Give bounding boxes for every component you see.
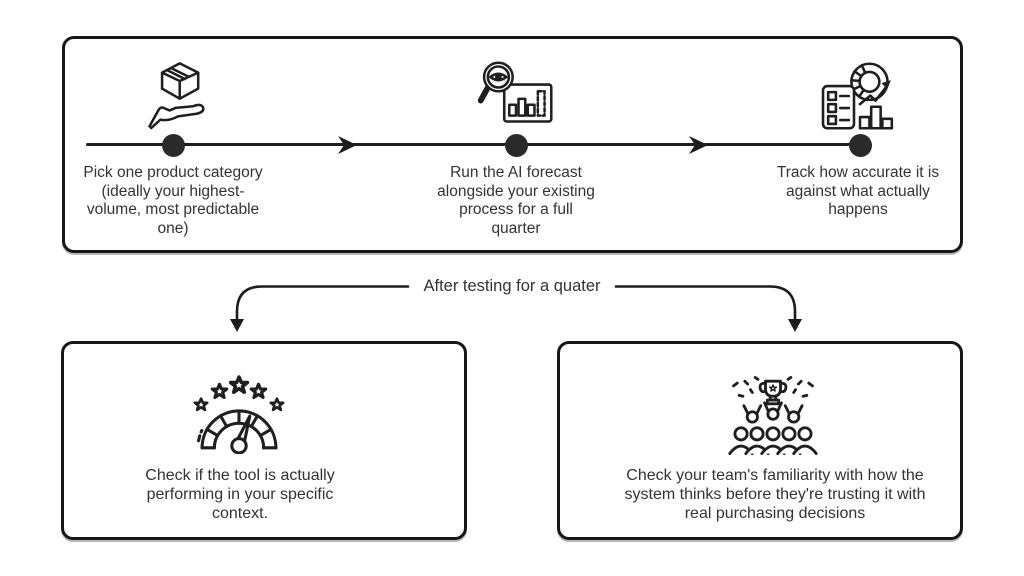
- step-caption-3: Track how accurate it is against what ac…: [776, 164, 940, 219]
- branch-arrowhead-left: [230, 319, 244, 332]
- timeline-dot-1: [161, 133, 185, 157]
- timeline-line: [86, 143, 860, 146]
- timeline-dot-3: [848, 133, 872, 157]
- gauge-rating-icon: [193, 375, 285, 454]
- team-celebration-trophy-icon: [728, 376, 818, 456]
- accuracy-tracking-chart-icon: [821, 62, 894, 130]
- performance-check-caption: Check if the tool is actually performing…: [145, 467, 335, 523]
- step-caption-2: Run the AI forecast alongside your exist…: [437, 164, 595, 237]
- branch-arrowhead-right: [788, 319, 802, 332]
- team-familiarity-caption: Check your team's familiarity with how t…: [624, 467, 926, 523]
- magnifier-eye-chart-icon: [477, 61, 553, 123]
- timeline-dot-2: [504, 133, 528, 157]
- step-caption-1: Pick one product category (ideally your …: [83, 164, 263, 237]
- connector-label: After testing for a quater: [423, 277, 601, 295]
- package-in-hand-icon: [148, 62, 205, 130]
